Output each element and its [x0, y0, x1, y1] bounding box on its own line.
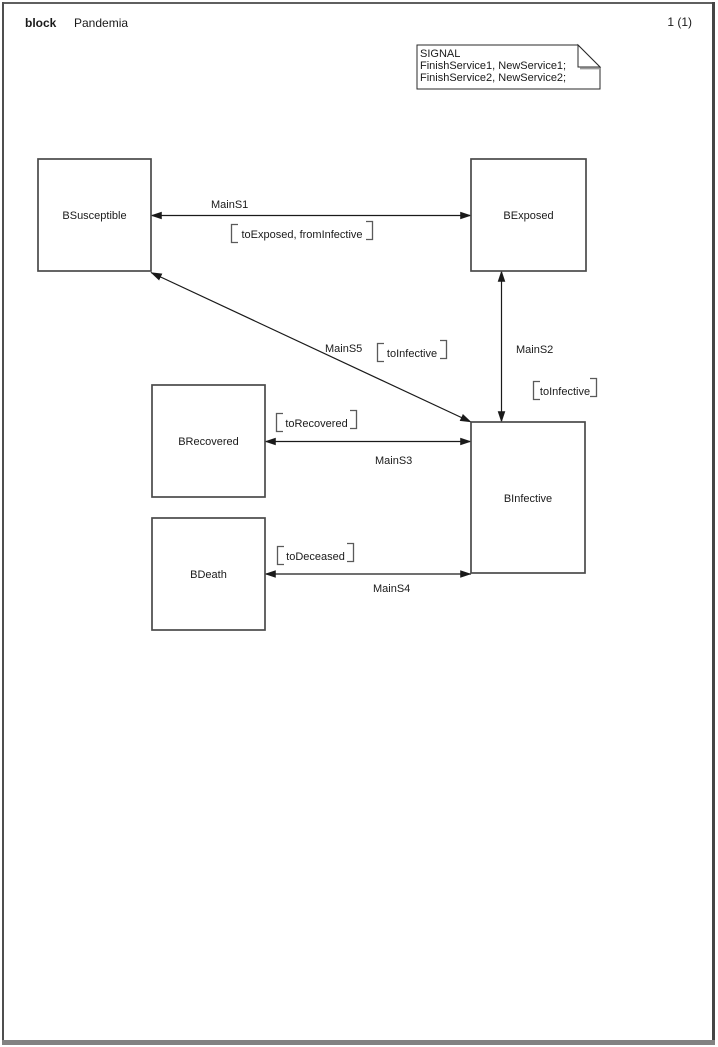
- diagram-kind-label: block: [25, 16, 57, 30]
- signal-list-mains2-text: toInfective: [540, 386, 590, 398]
- page-number: 1 (1): [667, 15, 692, 29]
- block-bsusceptible[interactable]: BSusceptible: [37, 158, 152, 272]
- block-brecovered-label: BRecovered: [178, 436, 239, 448]
- channels: MainS1 MainS2 MainS5 MainS3 MainS4: [150, 199, 553, 595]
- channel-mains5-label[interactable]: MainS5: [325, 343, 362, 355]
- block-bdeath[interactable]: BDeath: [151, 517, 266, 631]
- signal-list-mains1[interactable]: toExposed, fromInfective: [230, 220, 374, 244]
- channel-mains2-label[interactable]: MainS2: [516, 344, 553, 356]
- signal-list-mains3[interactable]: toRecovered: [275, 409, 358, 433]
- channel-mains5[interactable]: [150, 271, 472, 423]
- channel-mains1-label[interactable]: MainS1: [211, 199, 248, 211]
- signal-list-mains4-text: toDeceased: [286, 551, 345, 563]
- signal-lists: toExposed, fromInfective toInfective toI…: [230, 220, 598, 566]
- diagram-title: Pandemia: [74, 16, 128, 30]
- block-bdeath-label: BDeath: [190, 569, 227, 581]
- signal-note-line-1: SIGNAL: [420, 48, 460, 60]
- signal-list-mains5-text: toInfective: [387, 348, 437, 360]
- block-bexposed-label: BExposed: [503, 210, 553, 222]
- blocks: BSusceptible BExposed BRecovered BDeath …: [37, 158, 587, 631]
- block-binfective[interactable]: BInfective: [470, 421, 586, 574]
- signal-list-mains2[interactable]: toInfective: [532, 377, 598, 401]
- signal-list-mains1-text: toExposed, fromInfective: [241, 229, 362, 241]
- signal-list-mains5[interactable]: toInfective: [376, 339, 448, 363]
- block-bexposed[interactable]: BExposed: [470, 158, 587, 272]
- channel-mains4-label[interactable]: MainS4: [373, 583, 410, 595]
- channel-mains3-label[interactable]: MainS3: [375, 455, 412, 467]
- signal-note-line-2: FinishService1, NewService1;: [420, 60, 566, 72]
- signal-note[interactable]: SIGNAL FinishService1, NewService1; Fini…: [416, 43, 602, 90]
- block-bsusceptible-label: BSusceptible: [62, 210, 126, 222]
- signal-note-fold-icon: [577, 43, 602, 68]
- signal-list-mains4[interactable]: toDeceased: [276, 542, 355, 566]
- signal-note-paper[interactable]: [416, 44, 601, 90]
- block-brecovered[interactable]: BRecovered: [151, 384, 266, 498]
- signal-list-mains3-text: toRecovered: [285, 418, 347, 430]
- block-binfective-label: BInfective: [504, 493, 552, 505]
- signal-note-line-3: FinishService2, NewService2;: [420, 72, 566, 84]
